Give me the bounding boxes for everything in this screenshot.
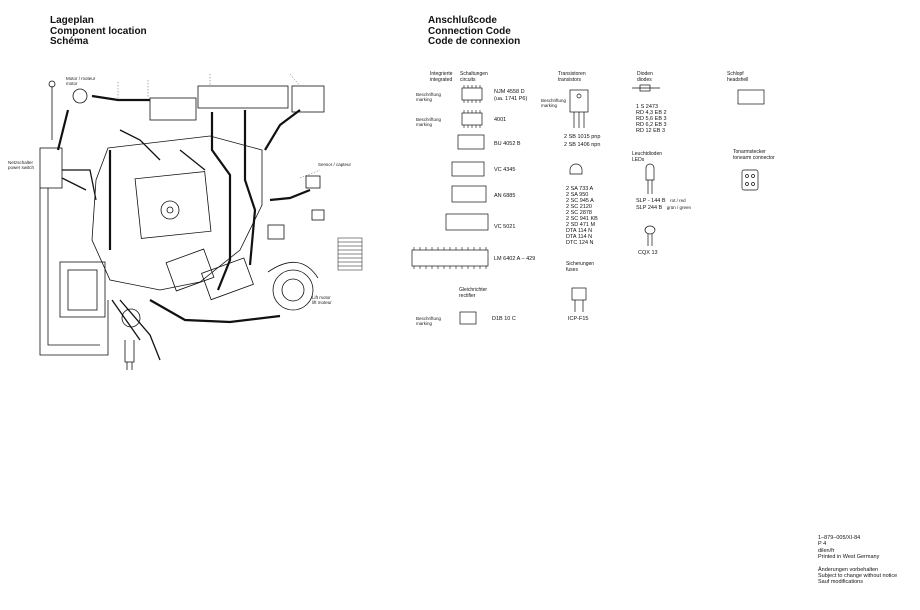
header-right: Anschlußcode Connection Code Code de con… xyxy=(428,15,521,48)
marking-label: Beschriftung marking xyxy=(416,92,442,102)
label-switch-board: Netzschalter power switch xyxy=(8,160,35,170)
label-lift: Lift motor lift moteur xyxy=(312,295,332,305)
ic-part-6: VC 5021 xyxy=(494,224,516,230)
col-diodes-heading: Dioden diodes xyxy=(637,71,653,83)
footer-block: 1–879–005/XI-84 P 4 dilen/fr Printed in … xyxy=(818,535,897,586)
ic-part-3: BU 4052 B xyxy=(494,141,521,147)
footer-p: P 4 xyxy=(818,541,827,548)
header-right-line-2: Connection Code xyxy=(428,25,511,37)
footer-d: dilen/fr xyxy=(818,547,835,554)
marking-label: Beschriftung marking xyxy=(416,316,442,326)
footer-change-fr: Sauf modifications xyxy=(818,579,863,586)
transistor-part-2: 2 SB 1406 npn xyxy=(564,142,601,148)
ic-part-7: LM 6402 A – 429 xyxy=(494,256,536,262)
fuse-part: ICP-F15 xyxy=(568,316,589,322)
transistor-group: 2 SA 733 A 2 SA 950 2 SC 945 A 2 SC 2120… xyxy=(566,186,598,246)
ic-part-5: AN 6885 xyxy=(494,193,516,199)
col-connector-heading: Tonarmstecker tonearm connector xyxy=(733,149,775,161)
label-sensor: Sensor / capteur xyxy=(318,162,352,167)
footer-printed: Printed in West Germany xyxy=(818,554,880,561)
footer-change-de: Änderungen vorbehalten xyxy=(818,566,879,573)
col-ic-heading: Integrierte integrated xyxy=(430,71,453,83)
col-switch-heading: Schlopf headshell xyxy=(727,71,749,83)
ic-part-1b: (ua. 1741 P6) xyxy=(494,96,528,102)
label-motor: Motor / moteur motor xyxy=(66,76,96,86)
footer-change-en: Subject to change without notice xyxy=(818,573,898,580)
diode-group: 1 S 2473 RD 4,3 EB 2 RD 5,6 EB 3 RD 6,2 … xyxy=(636,104,667,134)
col-rectifier-heading: Gleichrichter rectifier xyxy=(459,287,488,299)
marking-label: Beschriftung marking xyxy=(541,98,567,108)
col-leds-heading: Leuchtdioden LEDs xyxy=(632,151,663,163)
header-right-line-3: Code de connexion xyxy=(428,36,521,47)
ic-part-4: VC 4345 xyxy=(494,167,516,173)
rectifier-part: D1B 10 C xyxy=(492,316,516,322)
transistor-part-1: 2 SB 1015 pnp xyxy=(564,134,601,140)
col-fuses-heading: Sicherungen fuses xyxy=(566,261,595,273)
led-part-1: SLP - 144 B rot / red xyxy=(636,198,686,204)
col-circuits-heading: Schaltungen circuits xyxy=(460,71,488,83)
header-left: Lageplan Component location Schéma xyxy=(50,15,147,48)
marking-label: Beschriftung marking xyxy=(416,117,442,127)
footer-code: 1–879–005/XI-84 xyxy=(818,535,861,541)
col-transistors-heading: Transistoren transistors xyxy=(558,71,586,83)
ic-part-1: NJM 4558 D xyxy=(494,89,525,95)
led-part-3: CQX 13 xyxy=(638,250,658,256)
ic-part-2: 4001 xyxy=(494,117,507,123)
header-right-line-1: Anschlußcode xyxy=(428,15,497,26)
header-left-line-2: Component location xyxy=(50,25,147,37)
header-left-line-1: Lageplan xyxy=(50,15,94,26)
led-part-2: SLP 244 B grün / green xyxy=(636,205,692,211)
header-left-line-3: Schéma xyxy=(50,36,89,47)
